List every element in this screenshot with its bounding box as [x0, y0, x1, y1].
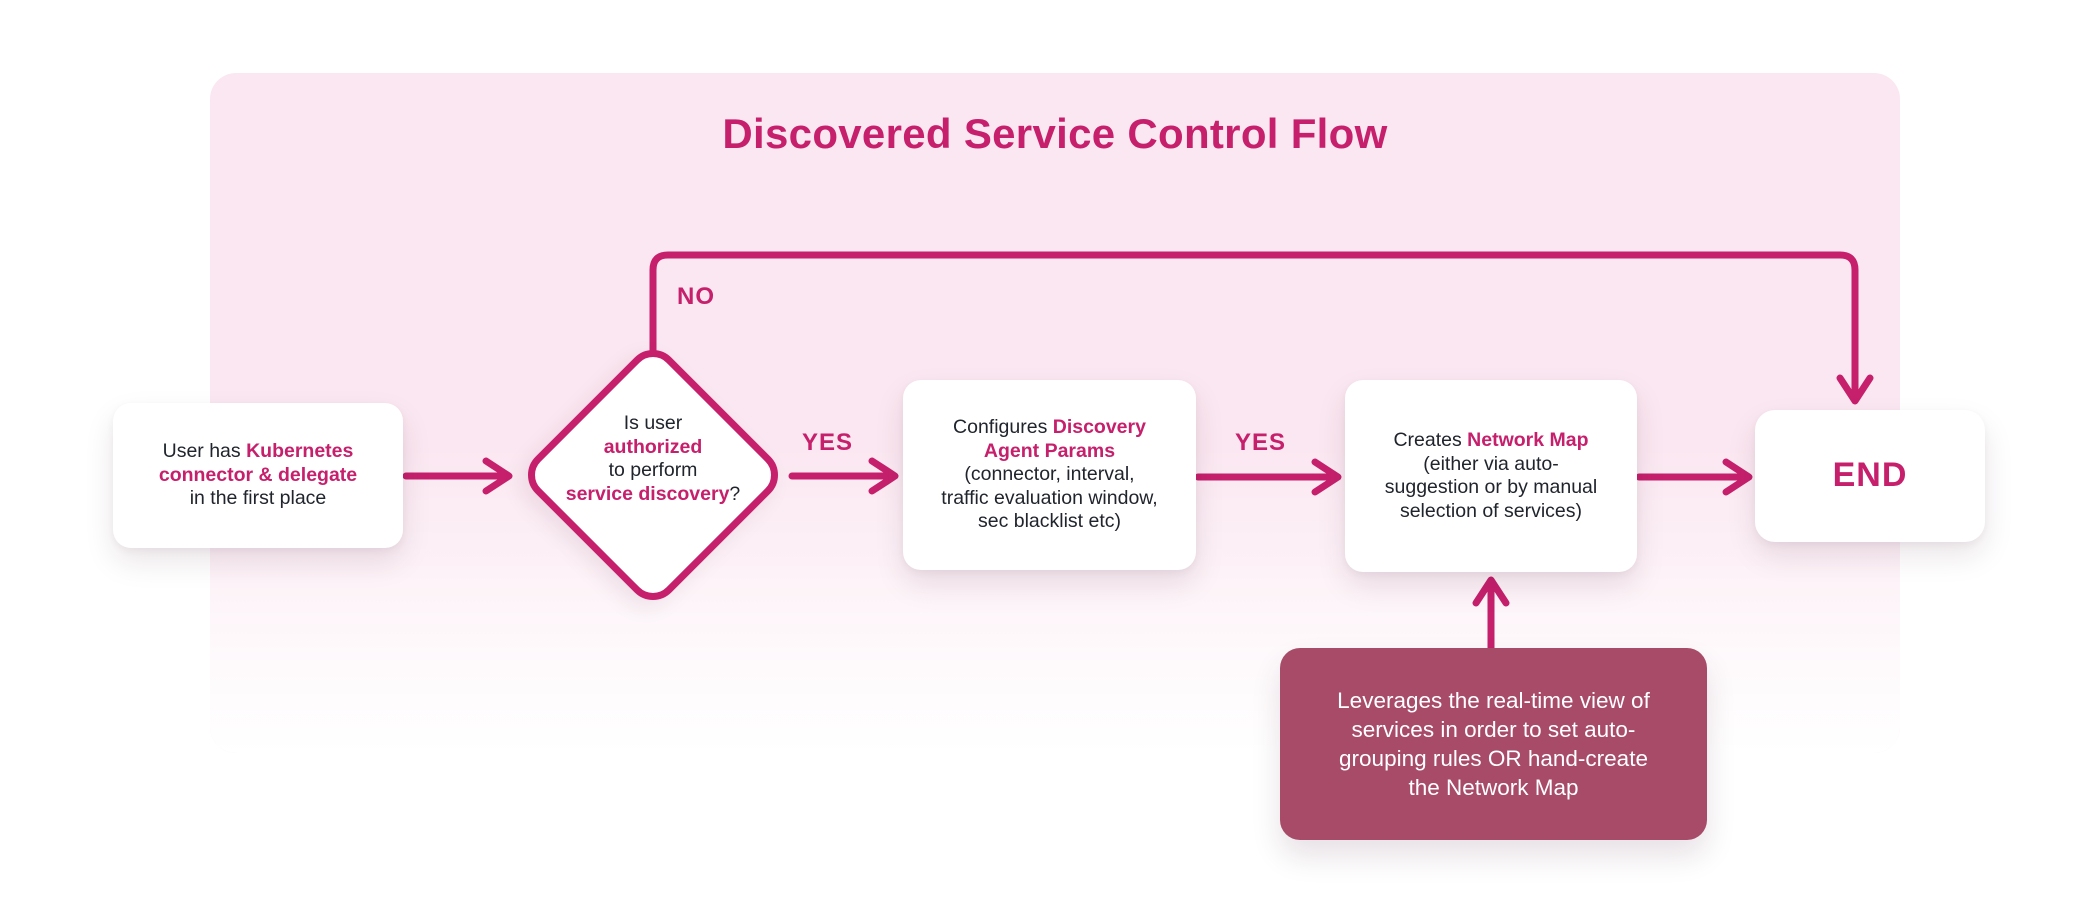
note-box: Leverages the real-time view of services…	[1280, 648, 1707, 840]
text-segment-accent: Discovery	[1052, 416, 1146, 439]
node-text: Creates Network Map (either via auto- su…	[1385, 429, 1597, 523]
text-segment: Is user	[623, 412, 683, 434]
text-line: suggestion or by manual	[1385, 476, 1597, 500]
text-segment-accent: Kubernetes	[246, 440, 354, 463]
edge-label-no: NO	[677, 283, 715, 310]
edge-label-yes-2: YES	[1235, 429, 1287, 456]
flow-node-create-network-map: Creates Network Map (either via auto- su…	[1345, 380, 1637, 572]
text-line: Creates Network Map	[1385, 429, 1597, 453]
text-segment: ?	[729, 482, 741, 505]
text-segment-accent: Network Map	[1467, 429, 1589, 451]
text-line: authorized	[538, 436, 768, 460]
text-line: service discovery?	[538, 483, 768, 507]
flow-node-configure-params: Configures Discovery Agent Params (conne…	[903, 380, 1196, 570]
node-text: User has Kubernetes connector & delegate…	[159, 440, 357, 511]
text-segment: (connector, interval,	[964, 463, 1135, 486]
text-line: (either via auto-	[1385, 453, 1597, 477]
text-segment: Creates	[1393, 429, 1468, 451]
node-text: Configures Discovery Agent Params (conne…	[941, 416, 1157, 534]
text-line: Configures Discovery	[941, 416, 1157, 440]
text-segment: to perform	[608, 459, 698, 481]
text-line: sec blacklist etc)	[941, 510, 1157, 534]
text-segment-accent: Agent Params	[983, 439, 1116, 462]
flow-node-start: User has Kubernetes connector & delegate…	[113, 403, 403, 548]
text-line: User has Kubernetes	[159, 440, 357, 464]
text-line: selection of services)	[1385, 500, 1597, 524]
text-line: Is user	[538, 412, 768, 436]
text-line: to perform	[538, 459, 768, 483]
text-line: Leverages the real-time view of	[1337, 688, 1650, 713]
text-line: Agent Params	[941, 440, 1157, 464]
end-label: END	[1832, 456, 1908, 495]
text-segment: sec blacklist etc)	[977, 510, 1122, 533]
text-line: connector & delegate	[159, 464, 357, 488]
text-line: in the first place	[159, 487, 357, 511]
text-line: services in order to set auto-	[1351, 717, 1636, 742]
text-segment-accent: authorized	[603, 435, 703, 458]
text-segment: in the first place	[189, 487, 327, 510]
diagram-title: Discovered Service Control Flow	[722, 110, 1388, 157]
edge-decision-no-to-end	[649, 251, 1874, 405]
text-segment-accent: service discovery	[565, 482, 730, 505]
edge-label-yes-1: YES	[802, 429, 854, 456]
text-segment: Configures	[953, 416, 1053, 439]
text-line: traffic evaluation window,	[941, 487, 1157, 511]
text-segment: User has	[162, 440, 247, 463]
text-line: (connector, interval,	[941, 463, 1157, 487]
text-line: the Network Map	[1408, 775, 1579, 800]
text-segment: suggestion or by manual	[1384, 476, 1598, 498]
text-line: grouping rules OR hand-create	[1339, 746, 1648, 771]
text-segment: (either via auto-	[1423, 452, 1559, 475]
decision-diamond-label: Is user authorized to perform service di…	[538, 412, 768, 506]
text-segment: traffic evaluation window,	[941, 486, 1158, 509]
text-segment-accent: connector & delegate	[158, 463, 358, 486]
flow-node-end: END	[1755, 410, 1985, 542]
text-segment: selection of services)	[1399, 499, 1583, 522]
